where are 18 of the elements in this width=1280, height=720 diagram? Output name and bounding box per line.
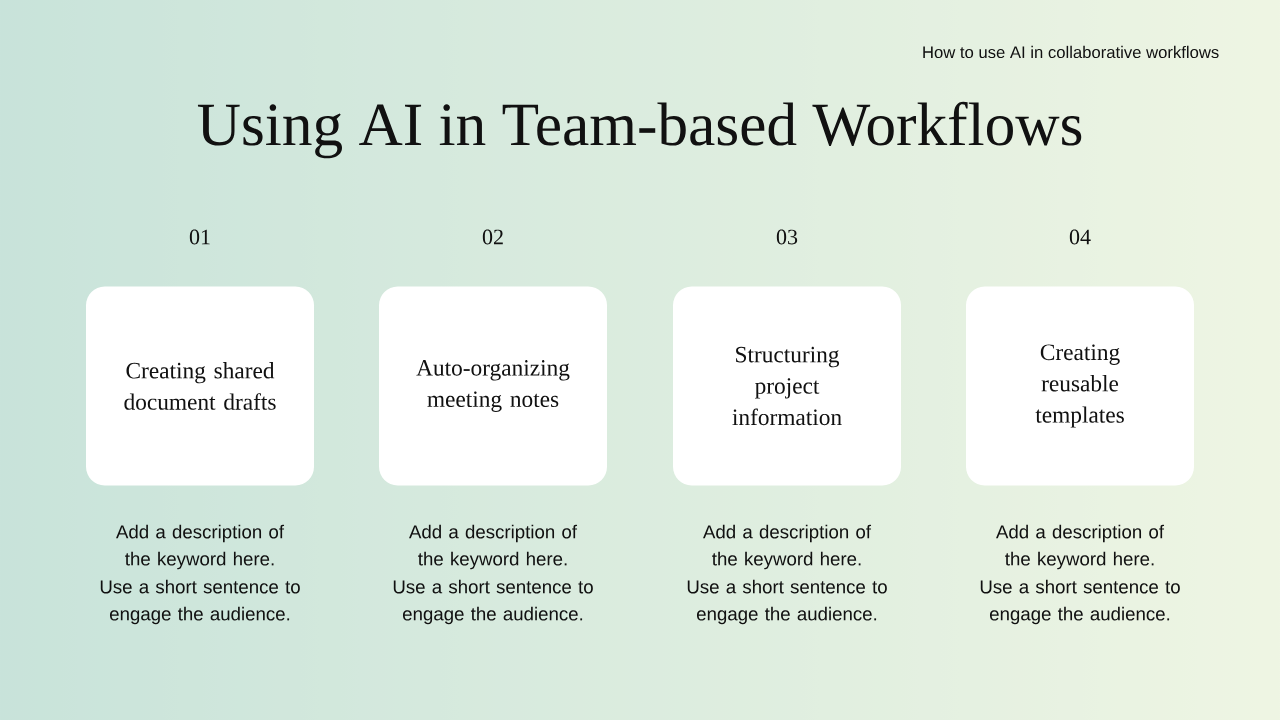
card: Structuring project information: [673, 286, 901, 486]
step-number: 01: [189, 229, 210, 245]
card: Creating reusable templates: [966, 286, 1194, 486]
step-number: 02: [482, 229, 503, 245]
header-text: How to use AI in collaborative workflows: [923, 45, 1219, 59]
description: Use a short sentence to engage the audience.: [980, 579, 1180, 625]
description: Use a short sentence to engage the audience.: [393, 579, 593, 625]
step-number: 03: [776, 229, 798, 245]
card: Auto-organizing meeting notes: [379, 286, 607, 486]
description: Add a description of the keyword here.: [703, 524, 872, 570]
description: Use a short sentence to engage the audience.: [687, 579, 887, 625]
description: Use a short sentence to engage the audience.: [100, 579, 300, 625]
step-number: 04: [1069, 229, 1091, 245]
card: Creating shared document drafts: [86, 286, 314, 486]
description: Add a description of the keyword here.: [409, 524, 578, 570]
description: Add a description of the keyword here.: [116, 524, 285, 570]
title: Using AI in Team-based Workflows: [197, 101, 1082, 159]
description: Add a description of the keyword here.: [996, 524, 1165, 570]
